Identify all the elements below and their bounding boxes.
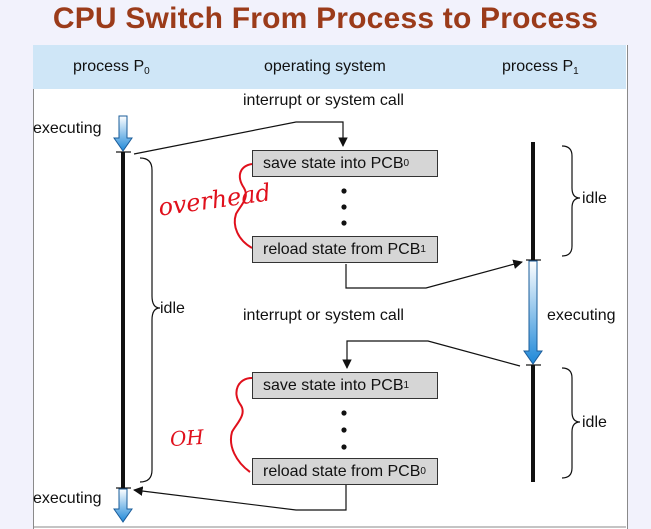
- column-header-process-p0: process P0: [73, 58, 150, 77]
- label-interrupt-mid: interrupt or system call: [243, 307, 404, 324]
- arrow-os-to-p0-bottom: [133, 485, 347, 511]
- p0-idle-brace: [139, 157, 161, 483]
- label-idle-right-top: idle: [582, 190, 607, 207]
- p0-timeline: [113, 115, 133, 523]
- label-idle-left: idle: [160, 300, 185, 317]
- annotation-oh: OH: [169, 424, 205, 452]
- label-idle-right-bottom: idle: [582, 414, 607, 431]
- p0-idle-line: [121, 152, 125, 488]
- arrow-p0-to-os-top: [133, 121, 348, 155]
- label-executing-right: executing: [547, 307, 616, 324]
- column-header-operating-system: operating system: [264, 58, 386, 75]
- p1-idle-brace-bottom: [561, 367, 581, 479]
- arrow-p1-to-os-mid: [342, 340, 521, 369]
- arrow-os-to-p1: [345, 259, 523, 289]
- label-executing-top-left: executing: [33, 120, 102, 137]
- p1-timeline: [523, 142, 543, 482]
- overhead-bracket-top: [233, 163, 253, 249]
- p0-executing-arrow-bottom: [113, 488, 133, 523]
- overhead-bracket-bottom: [230, 377, 253, 473]
- column-header-band: [33, 45, 626, 89]
- p1-idle-line-bottom: [531, 365, 535, 482]
- label-interrupt-top: interrupt or system call: [243, 92, 404, 109]
- p1-idle-line-top: [531, 142, 535, 260]
- p1-idle-brace-top: [561, 145, 581, 257]
- label-executing-bottom-left: executing: [33, 490, 102, 507]
- p1-executing-arrow: [523, 260, 543, 365]
- p0-executing-arrow-top: [113, 115, 133, 152]
- column-header-process-p1: process P1: [502, 58, 579, 77]
- slide-title: CPU Switch From Process to Process: [52, 2, 599, 35]
